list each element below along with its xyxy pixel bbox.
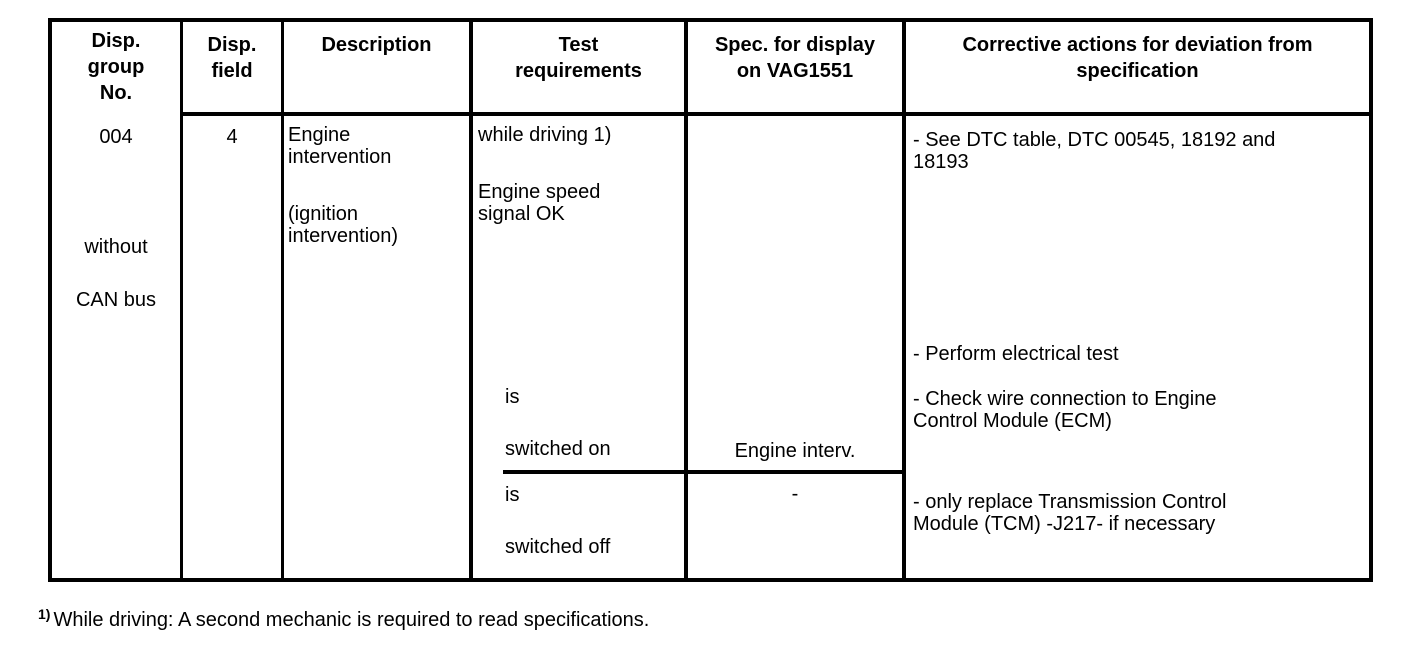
column-divider-3 bbox=[469, 18, 473, 582]
cell-spec-engine-interv: Engine interv. bbox=[734, 440, 856, 462]
cell-action-dtc-table: - See DTC table, DTC 00545, 18192 and 18… bbox=[913, 129, 1276, 173]
cell-description-main: Engine intervention bbox=[288, 124, 392, 168]
cell-spec-dash: - bbox=[791, 483, 799, 505]
subrow-divider bbox=[503, 470, 902, 474]
cell-action-electrical-test: - Perform electrical test bbox=[913, 343, 1119, 365]
column-divider-2 bbox=[281, 18, 284, 582]
cell-test-condition-speed: Engine speed signal OK bbox=[478, 181, 601, 225]
cell-disp-group-no: 004 bbox=[99, 126, 133, 148]
cell-action-replace-tcm: - only replace Transmission Control Modu… bbox=[913, 491, 1227, 535]
header-test-requirements: Test requirements bbox=[515, 34, 642, 82]
column-divider-1 bbox=[180, 18, 183, 582]
header-row-divider bbox=[180, 112, 1373, 116]
footnote-text: While driving: A second mechanic is requ… bbox=[53, 609, 650, 631]
footnote-marker: 1) bbox=[38, 606, 51, 622]
cell-subrow-off-switched: switched off bbox=[505, 536, 611, 558]
column-divider-5 bbox=[902, 18, 906, 582]
cell-description-sub: (ignition intervention) bbox=[288, 203, 399, 247]
footnote: 1)While driving: A second mechanic is re… bbox=[38, 606, 650, 633]
header-disp-field: Disp. field bbox=[207, 34, 257, 82]
cell-subrow-off-is: is bbox=[505, 484, 520, 506]
cell-action-check-wire: - Check wire connection to Engine Contro… bbox=[913, 388, 1217, 432]
cell-test-condition-driving: while driving 1) bbox=[478, 124, 612, 146]
cell-subrow-on-switched: switched on bbox=[505, 438, 611, 460]
header-corrective-actions: Corrective actions for deviation from sp… bbox=[962, 34, 1313, 82]
table-border bbox=[48, 18, 1373, 582]
cell-disp-field: 4 bbox=[226, 126, 238, 148]
header-spec-display: Spec. for display on VAG1551 bbox=[714, 34, 876, 82]
header-description: Description bbox=[321, 34, 432, 56]
cell-group-note-without: without bbox=[84, 236, 148, 258]
header-disp-group-no: Disp. group No. bbox=[87, 30, 145, 104]
column-divider-4 bbox=[684, 18, 688, 582]
cell-group-note-can-bus: CAN bus bbox=[75, 289, 157, 311]
cell-subrow-on-is: is bbox=[505, 386, 520, 408]
